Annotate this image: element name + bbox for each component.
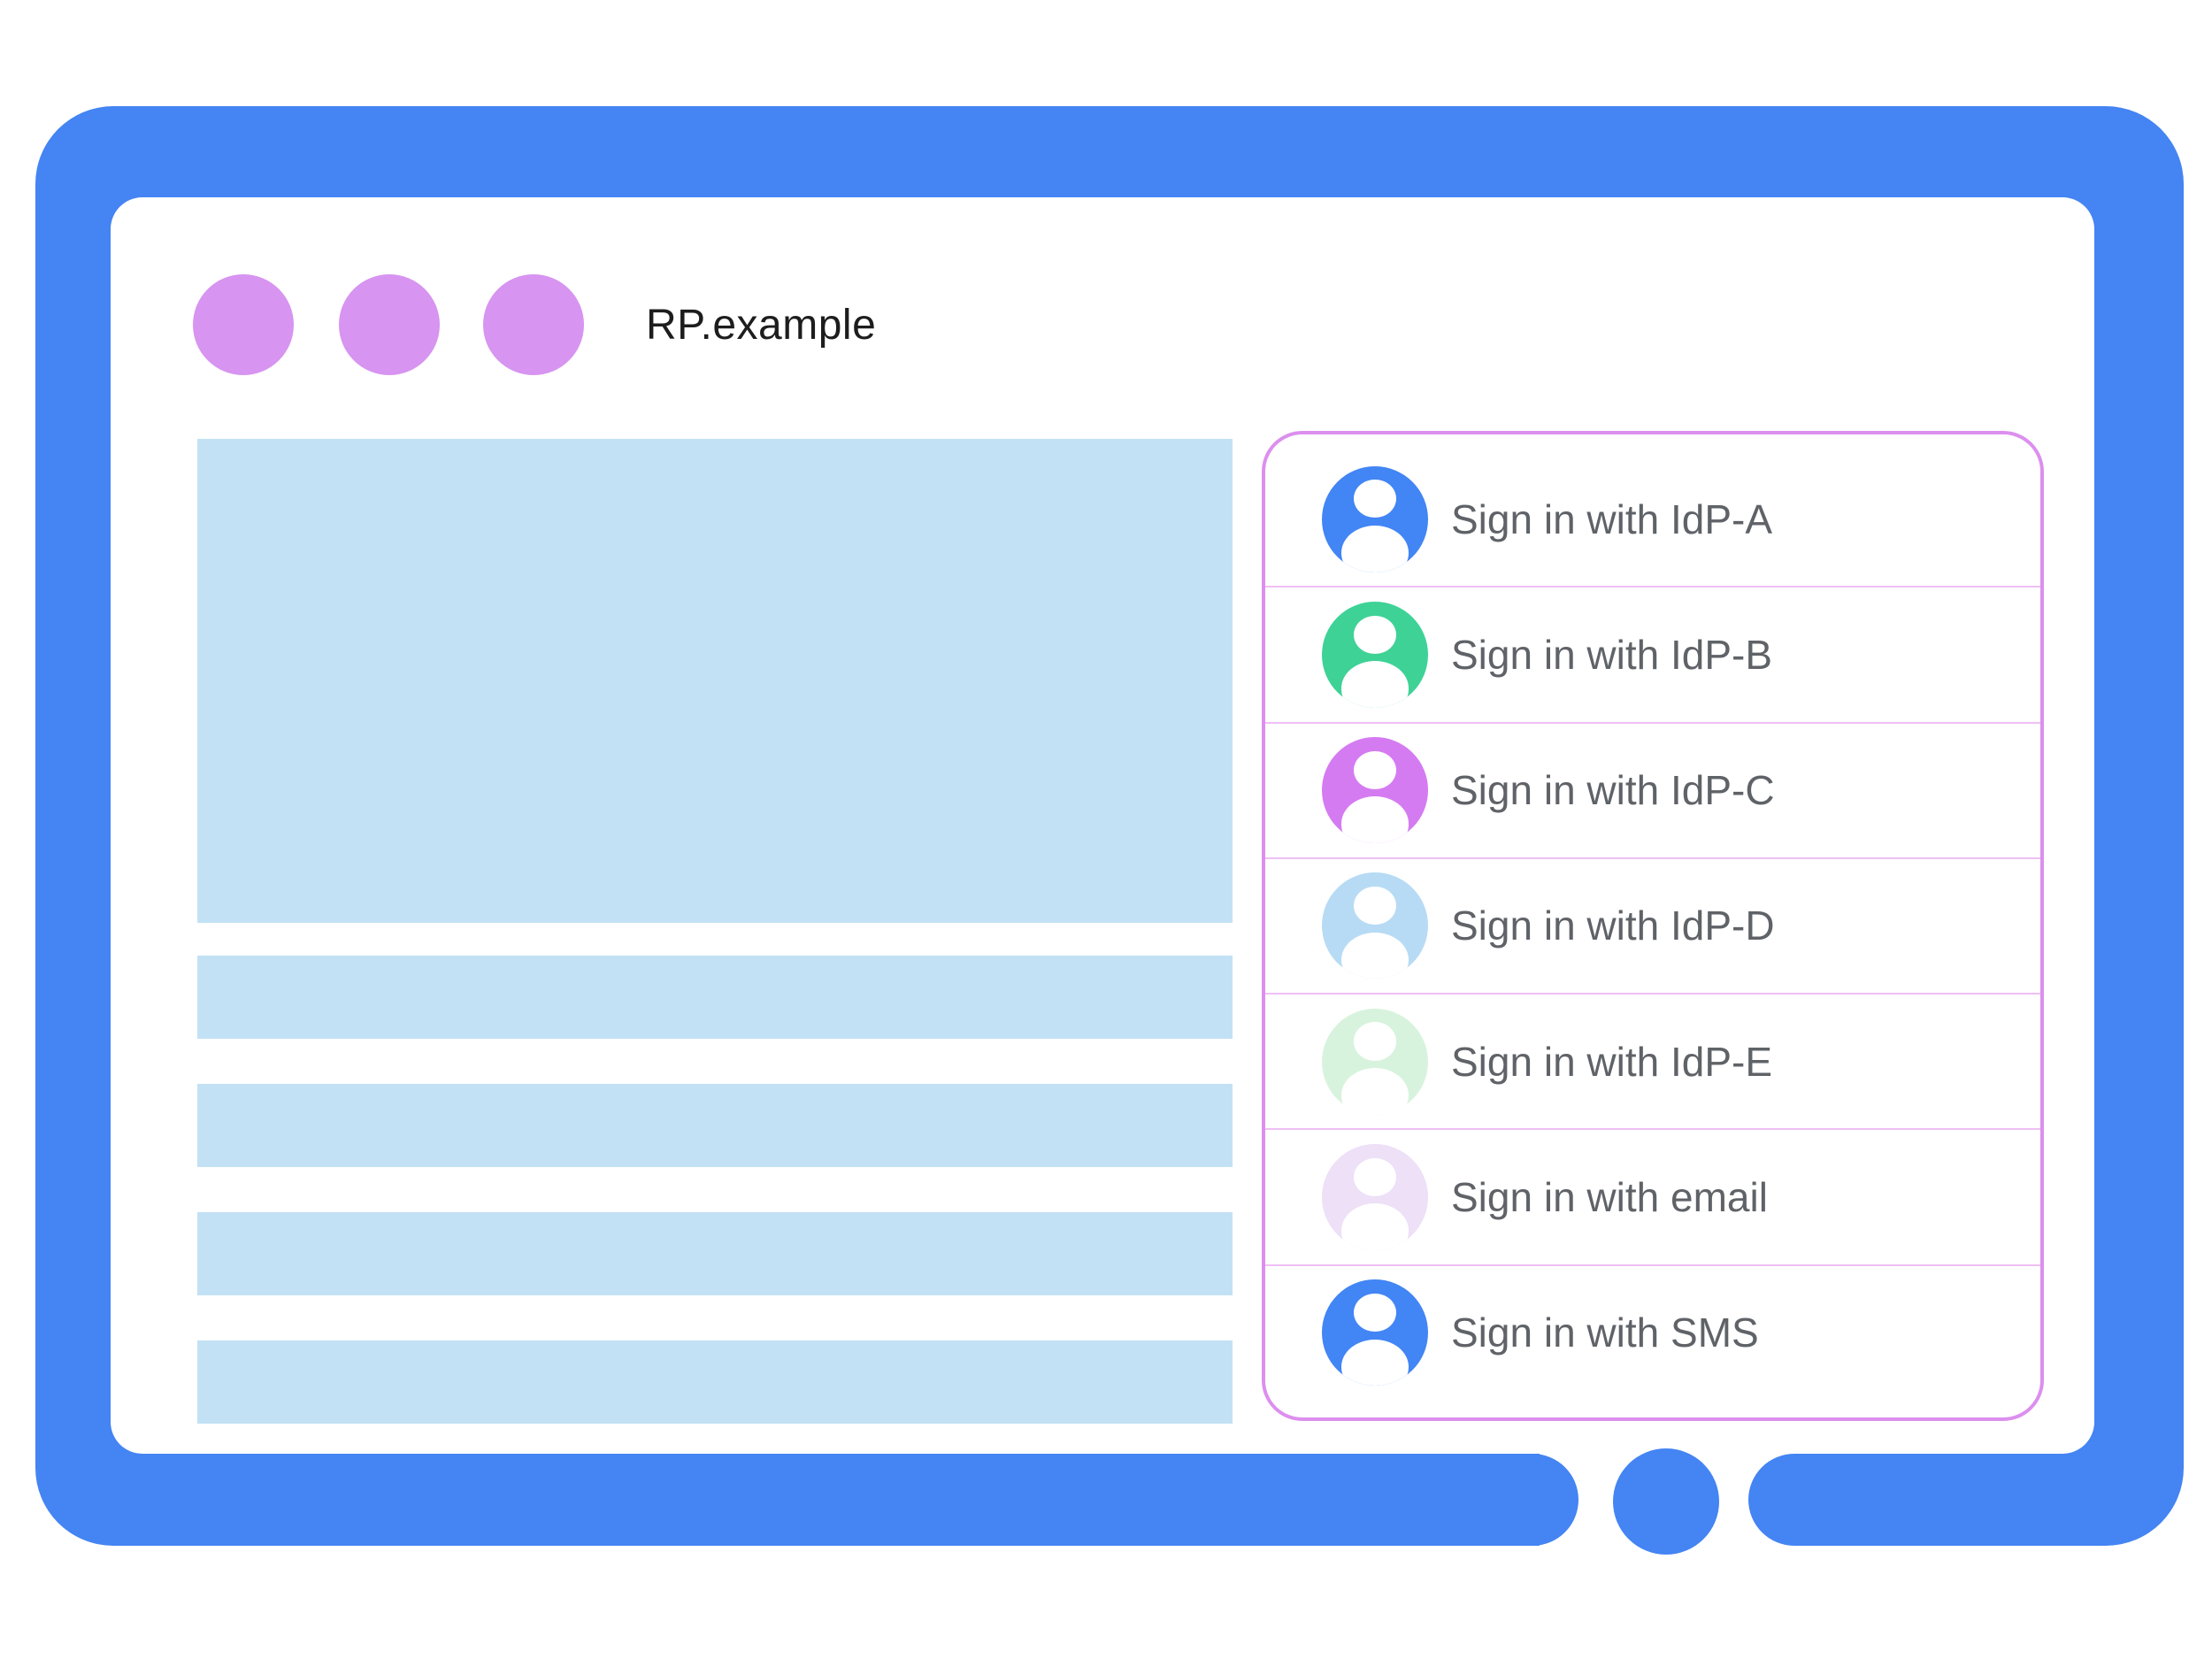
avatar-body bbox=[1340, 1339, 1409, 1386]
window-control-dot bbox=[339, 274, 440, 375]
user-avatar-icon bbox=[1322, 1279, 1428, 1386]
user-avatar-icon bbox=[1322, 601, 1428, 708]
avatar-head bbox=[1354, 1022, 1396, 1061]
frame-bottom-bar-left bbox=[1433, 1454, 1578, 1546]
avatar-body bbox=[1340, 661, 1409, 708]
avatar-body bbox=[1340, 796, 1409, 844]
content-placeholder-line bbox=[197, 956, 1233, 1039]
signin-option-idp-c[interactable]: Sign in with IdP-C bbox=[1265, 721, 2040, 857]
user-avatar-icon bbox=[1322, 872, 1428, 979]
page-title: RP.example bbox=[646, 301, 877, 349]
signin-option-label: Sign in with IdP-E bbox=[1451, 1038, 1773, 1085]
frame-bottom-bar-right bbox=[1748, 1454, 1893, 1546]
signin-option-label: Sign in with IdP-B bbox=[1451, 631, 1773, 678]
signin-option-label: Sign in with email bbox=[1451, 1174, 1768, 1221]
avatar-body bbox=[1340, 525, 1409, 572]
avatar-head bbox=[1354, 750, 1396, 789]
content-placeholder-line bbox=[197, 1212, 1233, 1295]
signin-panel: Sign in with IdP-A Sign in with IdP-B Si… bbox=[1262, 431, 2044, 1421]
signin-option-idp-b[interactable]: Sign in with IdP-B bbox=[1265, 586, 2040, 721]
signin-option-label: Sign in with SMS bbox=[1451, 1310, 1759, 1356]
user-avatar-icon bbox=[1322, 1144, 1428, 1251]
avatar-head bbox=[1354, 887, 1396, 926]
signin-option-label: Sign in with IdP-A bbox=[1451, 495, 1773, 542]
avatar-head bbox=[1354, 480, 1396, 518]
avatar-body bbox=[1340, 932, 1409, 979]
signin-option-idp-d[interactable]: Sign in with IdP-D bbox=[1265, 856, 2040, 993]
content-placeholder-line bbox=[197, 1084, 1233, 1167]
avatar-body bbox=[1340, 1203, 1409, 1251]
signin-option-idp-a[interactable]: Sign in with IdP-A bbox=[1265, 452, 2040, 586]
home-button bbox=[1613, 1448, 1719, 1555]
signin-option-idp-e[interactable]: Sign in with IdP-E bbox=[1265, 993, 2040, 1128]
window-control-dot bbox=[483, 274, 584, 375]
signin-option-label: Sign in with IdP-D bbox=[1451, 902, 1775, 949]
signin-option-email[interactable]: Sign in with email bbox=[1265, 1128, 2040, 1263]
user-avatar-icon bbox=[1322, 737, 1428, 844]
signin-option-sms[interactable]: Sign in with SMS bbox=[1265, 1263, 2040, 1400]
avatar-head bbox=[1354, 1157, 1396, 1196]
window-control-dot bbox=[193, 274, 294, 375]
avatar-body bbox=[1340, 1067, 1409, 1115]
user-avatar-icon bbox=[1322, 465, 1428, 572]
content-placeholder-hero bbox=[197, 439, 1233, 923]
signin-option-label: Sign in with IdP-C bbox=[1451, 767, 1775, 814]
content-placeholder-line bbox=[197, 1340, 1233, 1424]
avatar-head bbox=[1354, 1293, 1396, 1333]
user-avatar-icon bbox=[1322, 1008, 1428, 1115]
avatar-head bbox=[1354, 615, 1396, 654]
